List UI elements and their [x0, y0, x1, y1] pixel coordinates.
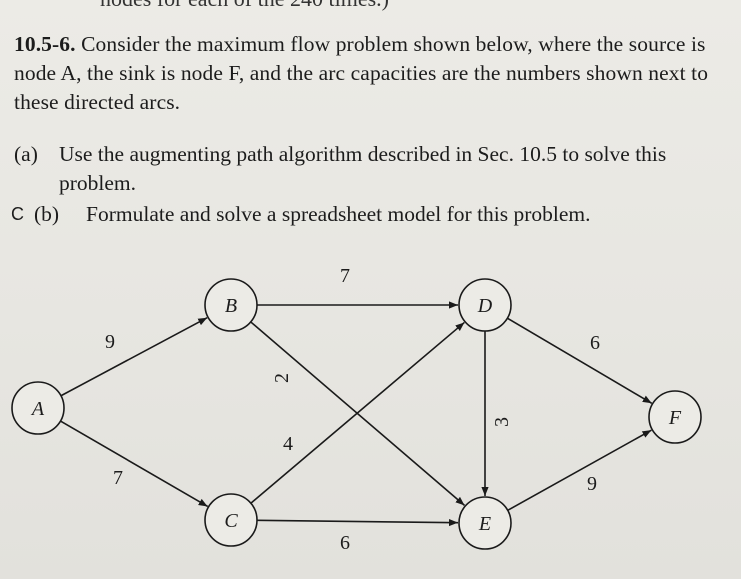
node-f — [648, 390, 702, 444]
capacity-label-b-e: 2 — [271, 373, 293, 383]
part-a: (a) Use the augmenting path algorithm de… — [14, 140, 736, 198]
part-a-marker: (a) — [14, 142, 38, 166]
capacity-label-d-f: 6 — [590, 332, 600, 354]
part-b-text: Formulate and solve a spreadsheet model … — [86, 202, 591, 226]
spreadsheet-prefix: C — [11, 204, 24, 224]
problem-number: 10.5-6. — [14, 32, 76, 56]
part-a-text: Use the augmenting path algorithm descri… — [59, 142, 667, 195]
capacity-label-e-f: 9 — [587, 473, 597, 495]
arc-c-e — [256, 518, 459, 527]
node-label-f: F — [668, 407, 682, 429]
capacity-label-b-d: 7 — [340, 265, 350, 287]
node-label-a: A — [30, 398, 45, 420]
part-b-marker: (b) — [34, 202, 60, 226]
node-a — [11, 381, 65, 435]
capacity-label-c-e: 6 — [340, 532, 350, 554]
node-label-b: B — [225, 295, 237, 317]
problem-text: Consider the maximum flow problem shown … — [14, 32, 709, 114]
node-label-c: C — [224, 510, 238, 532]
network-diagram: A B C D E F 9 7 7 2 4 6 3 6 9 — [11, 265, 702, 554]
problem-statement: 10.5-6. Consider the maximum flow proble… — [14, 30, 736, 117]
node-d — [458, 278, 512, 332]
node-b — [204, 278, 258, 332]
capacity-label-d-e: 3 — [491, 417, 513, 427]
node-c — [204, 493, 258, 547]
cutoff-text-line: nodes for each of the 240 times.) — [100, 0, 389, 12]
part-b: C (b) Formulate and solve a spreadsheet … — [11, 200, 736, 229]
node-label-e: E — [478, 513, 491, 535]
node-e — [458, 496, 512, 550]
problem-parts: (a) Use the augmenting path algorithm de… — [11, 140, 736, 229]
capacity-label-a-c: 7 — [113, 467, 123, 489]
arc-d-f — [506, 317, 653, 404]
capacity-label-c-d: 4 — [283, 433, 293, 455]
node-label-d: D — [477, 295, 493, 317]
capacity-label-a-b: 9 — [105, 331, 115, 353]
arc-e-f — [507, 429, 652, 512]
arc-c-d — [250, 321, 465, 504]
arc-a-c — [60, 420, 209, 508]
arc-a-b — [60, 317, 208, 397]
